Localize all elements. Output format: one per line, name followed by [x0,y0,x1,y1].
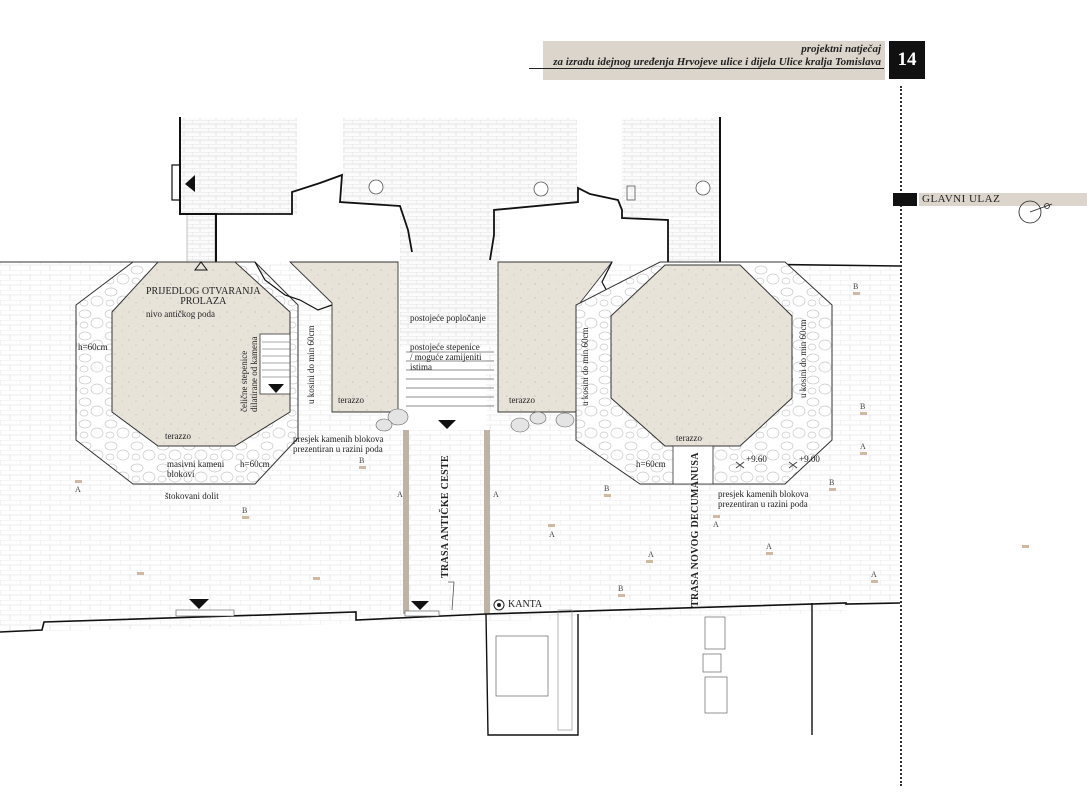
label-h60-left: h=60cm [78,342,108,352]
marker-b: B [359,456,365,465]
label-kosini-right2: u kosini do min 60cm [798,319,808,399]
header-title: projektni natječaj [801,43,881,55]
compass-north-icon [1018,200,1053,224]
paving-accent [766,552,773,555]
paving-accent [871,580,878,583]
label-h60-right: h=60cm [636,459,666,469]
side-tab-marker [893,193,917,206]
paving-accent [313,577,320,580]
paving-accent [646,560,653,563]
marker-b: B [860,402,866,411]
marker-b: B [242,506,248,515]
paving-accent [853,292,860,295]
label-stokovani: štokovani dolit [165,491,219,501]
header-subtitle: za izradu idejnog uređenja Hrvojeve ulic… [553,56,881,68]
paving-accent [242,516,249,519]
label-terazzo-4: terazzo [676,433,702,443]
marker-b: B [853,282,859,291]
page-number: 14 [889,41,925,79]
paving-accent [137,572,144,575]
marker-b: B [604,484,610,493]
label-masivni: masivni kameni blokovi [167,459,225,479]
paving-accent [359,466,366,469]
marker-a: A [397,490,403,499]
paving-accent [604,494,611,497]
label-terazzo-3: terazzo [509,395,535,405]
paving-accent [1022,545,1029,548]
marker-a: A [75,485,81,494]
paving-accent [860,412,867,415]
label-terazzo-1: terazzo [338,395,364,405]
side-tab-label[interactable]: GLAVNI ULAZ [922,193,1001,205]
paving-accent [713,515,720,518]
label-celicne: čelične stepenice dilatirane od kamena [239,336,259,412]
side-tab[interactable] [919,193,1087,206]
header-rule [529,68,884,69]
label-postojece-stepenice: postojeće stepenice / moguće zamijeniti … [410,342,482,372]
label-elev-1: +9.60 [746,454,767,464]
label-trasa-decumanus: TRASA NOVOG DECUMANUSA [690,452,701,607]
label-trasa-anticke: TRASA ANTIČKE CESTE [440,455,451,578]
marker-a: A [549,530,555,539]
label-kosini-right1: u kosini do min 60cm [580,327,590,407]
header-banner [543,41,885,80]
paving-accent [75,480,82,483]
label-h60-mid: h=60cm [240,459,270,469]
dotted-margin-line [900,86,902,786]
label-prijedlog: PRIJEDLOG OTVARANJA PROLAZA [146,286,261,307]
marker-a: A [713,520,719,529]
label-elev-2: +9.00 [799,454,820,464]
label-postojece-poplocanje: postojeće popločanje [410,313,486,323]
label-nivo: nivo antičkog poda [146,309,215,319]
label-presjek-left: presjek kamenih blokova prezentiran u ra… [293,434,384,454]
label-terazzo-2: terazzo [165,431,191,441]
marker-b: B [829,478,835,487]
marker-a: A [860,442,866,451]
paving-accent [618,594,625,597]
paving-accent [548,524,555,527]
marker-a: A [766,542,772,551]
marker-a: A [493,490,499,499]
label-presjek-right: presjek kamenih blokova prezentiran u ra… [718,489,809,509]
paving-accent [860,452,867,455]
marker-b: B [618,584,624,593]
label-kosini-left: u kosini do min 60cm [306,325,316,405]
label-kanta: KANTA [508,599,543,610]
paving-accent [829,488,836,491]
marker-a: A [871,570,877,579]
marker-a: A [648,550,654,559]
